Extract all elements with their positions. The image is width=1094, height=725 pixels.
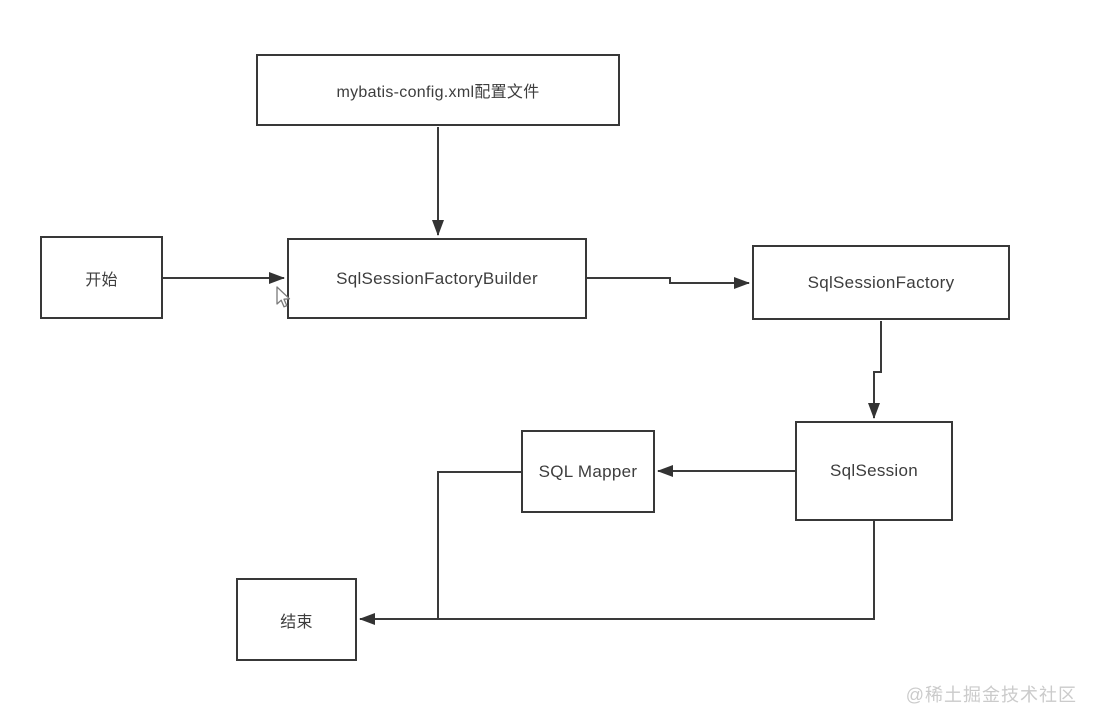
node-sqlsessionfactorybuilder-label: SqlSessionFactoryBuilder [336,268,538,288]
edge-factory-to-session [868,321,882,419]
edge-builder-to-factory [587,277,750,289]
edge-session-to-end [359,521,875,625]
edge-mapper-join [437,471,521,618]
node-sqlsessionfactory-box: SqlSessionFactory [752,245,1010,320]
node-sqlsession-box: SqlSession [795,421,953,521]
node-start-box: 开始 [40,236,163,319]
node-end-label: 结束 [280,613,313,631]
node-sqlmapper-box: SQL Mapper [521,430,655,513]
mouse-cursor-icon [276,286,291,308]
node-end-box: 结束 [236,578,357,661]
node-sqlmapper-label: SQL Mapper [538,461,638,481]
node-sqlsessionfactorybuilder-box: SqlSessionFactoryBuilder [287,238,587,319]
node-config-box: mybatis-config.xml配置文件 [256,54,620,126]
node-start-label: 开始 [85,271,118,289]
node-config-label: mybatis-config.xml配置文件 [336,84,540,101]
watermark-text: @稀土掘金技术社区 [905,685,1077,705]
node-sqlsession-label: SqlSession [829,461,919,480]
node-sqlsessionfactory-label: SqlSessionFactory [807,272,955,292]
